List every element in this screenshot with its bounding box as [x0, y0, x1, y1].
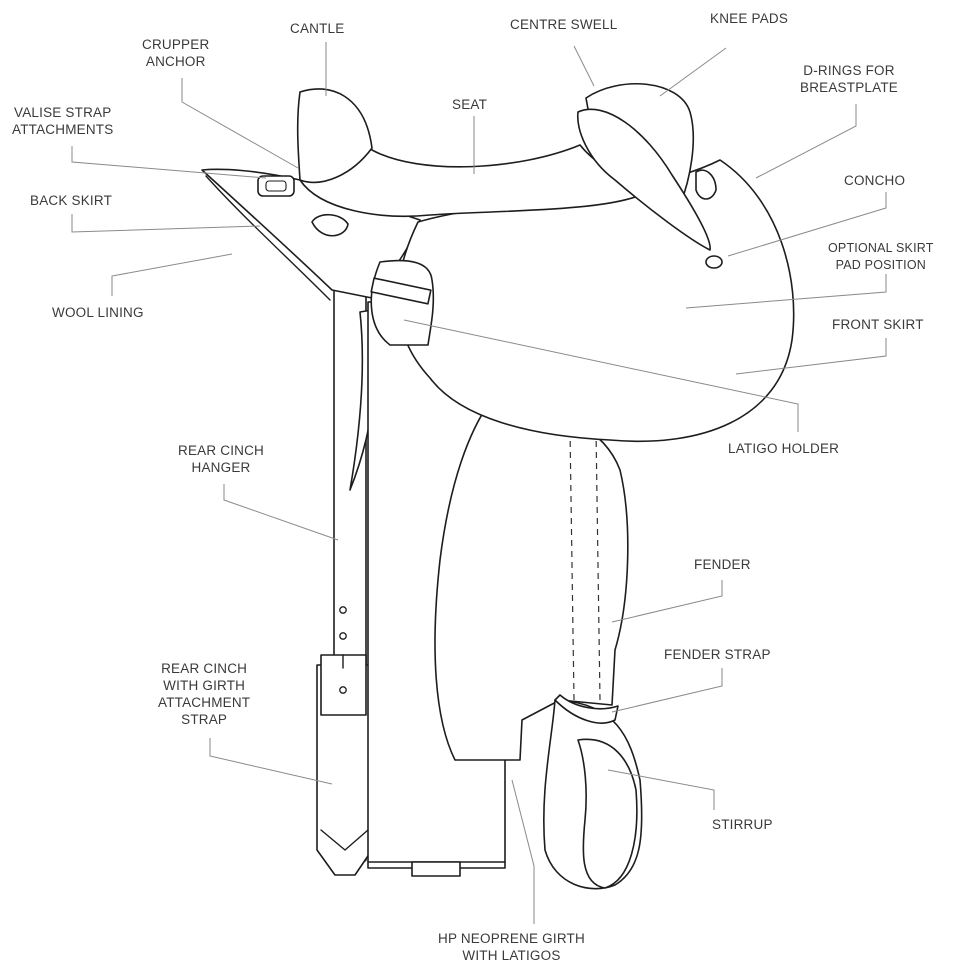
- label-line: REAR CINCH: [158, 660, 250, 677]
- label-line: OPTIONAL SKIRT: [828, 240, 934, 257]
- leader-crupper: [182, 78, 298, 168]
- strap-hole: [340, 607, 346, 613]
- label-line: REAR CINCH: [178, 442, 264, 459]
- label-line: CRUPPER: [142, 36, 209, 53]
- leader-d-rings: [756, 104, 856, 178]
- label-line: FRONT SKIRT: [832, 316, 924, 333]
- label-line: CANTLE: [290, 20, 344, 37]
- label-line: LATIGO HOLDER: [728, 440, 839, 457]
- leader-fender: [612, 580, 722, 622]
- label-line: STRAP: [158, 711, 250, 728]
- girth-buckle: [412, 862, 460, 876]
- fender: [435, 402, 628, 760]
- label-wool-lining: WOOL LINING: [52, 304, 144, 321]
- label-stirrup: STIRRUP: [712, 816, 773, 833]
- label-line: WITH GIRTH: [158, 677, 250, 694]
- label-back-skirt: BACK SKIRT: [30, 192, 112, 209]
- valise-d-ring: [258, 176, 294, 196]
- label-line: SEAT: [452, 96, 487, 113]
- label-line: FENDER: [694, 556, 751, 573]
- label-line: STIRRUP: [712, 816, 773, 833]
- label-line: HANGER: [178, 459, 264, 476]
- label-fender-strap: FENDER STRAP: [664, 646, 771, 663]
- label-line: PAD POSITION: [828, 257, 934, 274]
- leader-back-skirt: [72, 214, 260, 232]
- label-front-skirt: FRONT SKIRT: [832, 316, 924, 333]
- label-line: WOOL LINING: [52, 304, 144, 321]
- label-line: CONCHO: [844, 172, 905, 189]
- label-fender: FENDER: [694, 556, 751, 573]
- label-latigo-holder: LATIGO HOLDER: [728, 440, 839, 457]
- label-line: D-RINGS FOR: [800, 62, 898, 79]
- label-line: CENTRE SWELL: [510, 16, 617, 33]
- label-line: VALISE STRAP: [12, 104, 113, 121]
- label-line: BACK SKIRT: [30, 192, 112, 209]
- label-line: WITH LATIGOS: [438, 947, 585, 964]
- label-line: BREASTPLATE: [800, 79, 898, 96]
- label-concho: CONCHO: [844, 172, 905, 189]
- concho: [706, 256, 722, 268]
- strap-hole: [340, 633, 346, 639]
- label-centre-swell: CENTRE SWELL: [510, 16, 617, 33]
- label-line: ANCHOR: [142, 53, 209, 70]
- label-knee-pads: KNEE PADS: [710, 10, 788, 27]
- leader-fender-strap: [612, 668, 722, 712]
- leader-rear-cinch-girth: [210, 738, 332, 784]
- label-line: FENDER STRAP: [664, 646, 771, 663]
- leader-girth: [512, 780, 534, 924]
- label-line: ATTACHMENT: [158, 694, 250, 711]
- label-seat: SEAT: [452, 96, 487, 113]
- label-cantle: CANTLE: [290, 20, 344, 37]
- leader-rear-cinch-hanger: [224, 484, 338, 540]
- leader-centre-swell: [574, 46, 594, 86]
- leader-knee-pads: [660, 48, 726, 96]
- strap-hole: [340, 687, 346, 693]
- leader-wool: [112, 254, 232, 296]
- label-line: ATTACHMENTS: [12, 121, 113, 138]
- label-line: HP NEOPRENE GIRTH: [438, 930, 585, 947]
- label-line: KNEE PADS: [710, 10, 788, 27]
